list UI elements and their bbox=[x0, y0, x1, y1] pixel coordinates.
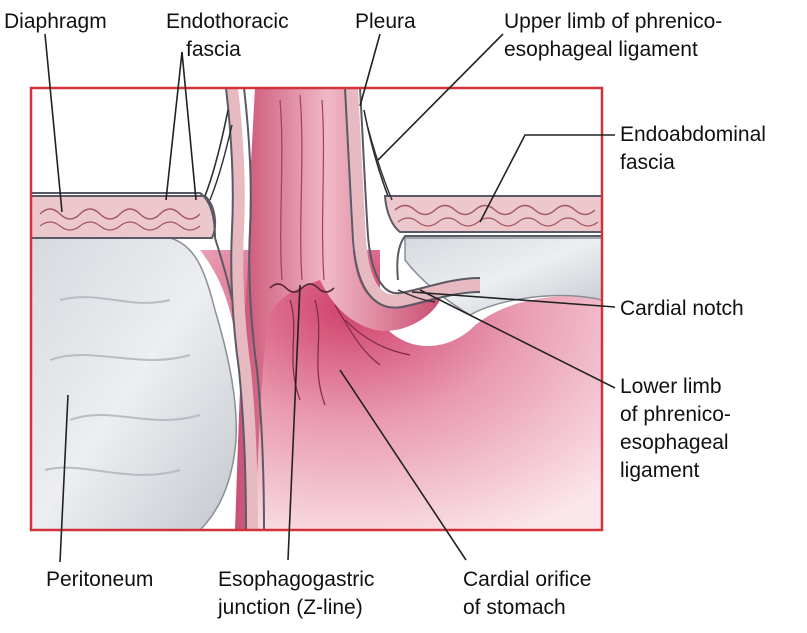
label-cardial-notch: Cardial notch bbox=[620, 297, 744, 320]
stomach-wall bbox=[200, 250, 602, 530]
peritoneum-mass bbox=[31, 237, 238, 530]
diaphragm-left bbox=[31, 195, 217, 239]
endothoracic-fascia-line bbox=[31, 192, 216, 239]
label-lower-limb-line2: of phrenico- bbox=[620, 403, 731, 426]
label-endoabdominal-line1: Endoabdominal bbox=[620, 123, 766, 146]
leader-diaphragm bbox=[44, 33, 63, 213]
leader-lower-limb bbox=[419, 289, 616, 389]
esophagus bbox=[235, 88, 440, 530]
leader-lines bbox=[44, 33, 616, 563]
label-egj-line2: junction (Z-line) bbox=[218, 596, 363, 619]
diaphragm-right bbox=[383, 195, 602, 233]
label-endothoracic-fascia-line2: fascia bbox=[186, 38, 241, 61]
label-diaphragm: Diaphragm bbox=[4, 10, 107, 33]
endoabdominal-fascia-line bbox=[396, 235, 602, 281]
leader-endoabdominal bbox=[479, 134, 615, 223]
label-peritoneum: Peritoneum bbox=[46, 568, 154, 591]
label-egj-line1: Esophagogastric bbox=[218, 568, 375, 591]
leader-cardial-orifice bbox=[339, 369, 467, 561]
label-pleura: Pleura bbox=[355, 10, 416, 33]
figure-frame bbox=[29, 86, 604, 532]
pleural-cavity-left bbox=[31, 88, 230, 195]
leader-peritoneum bbox=[59, 394, 69, 563]
label-upper-limb-line2: esophageal ligament bbox=[504, 38, 698, 61]
label-upper-limb-line1: Upper limb of phrenico- bbox=[504, 10, 723, 33]
leader-pleura bbox=[359, 33, 381, 107]
label-endothoracic-fascia-line1: Endothoracic bbox=[166, 10, 289, 33]
leader-cardial-notch bbox=[411, 291, 616, 308]
label-lower-limb-line1: Lower limb bbox=[620, 375, 722, 398]
label-cardial-orifice-line2: of stomach bbox=[463, 596, 566, 619]
label-lower-limb-line4: ligament bbox=[620, 459, 700, 482]
label-lower-limb-line3: esophageal bbox=[620, 431, 729, 454]
label-endoabdominal-line2: fascia bbox=[620, 151, 675, 174]
leader-endothoracic-b bbox=[181, 51, 197, 201]
label-cardial-orifice-line1: Cardial orifice bbox=[463, 568, 592, 591]
z-line bbox=[269, 283, 335, 293]
leader-upper-limb bbox=[377, 33, 504, 161]
leader-endothoracic-a bbox=[165, 51, 183, 201]
leader-egj bbox=[287, 284, 301, 561]
